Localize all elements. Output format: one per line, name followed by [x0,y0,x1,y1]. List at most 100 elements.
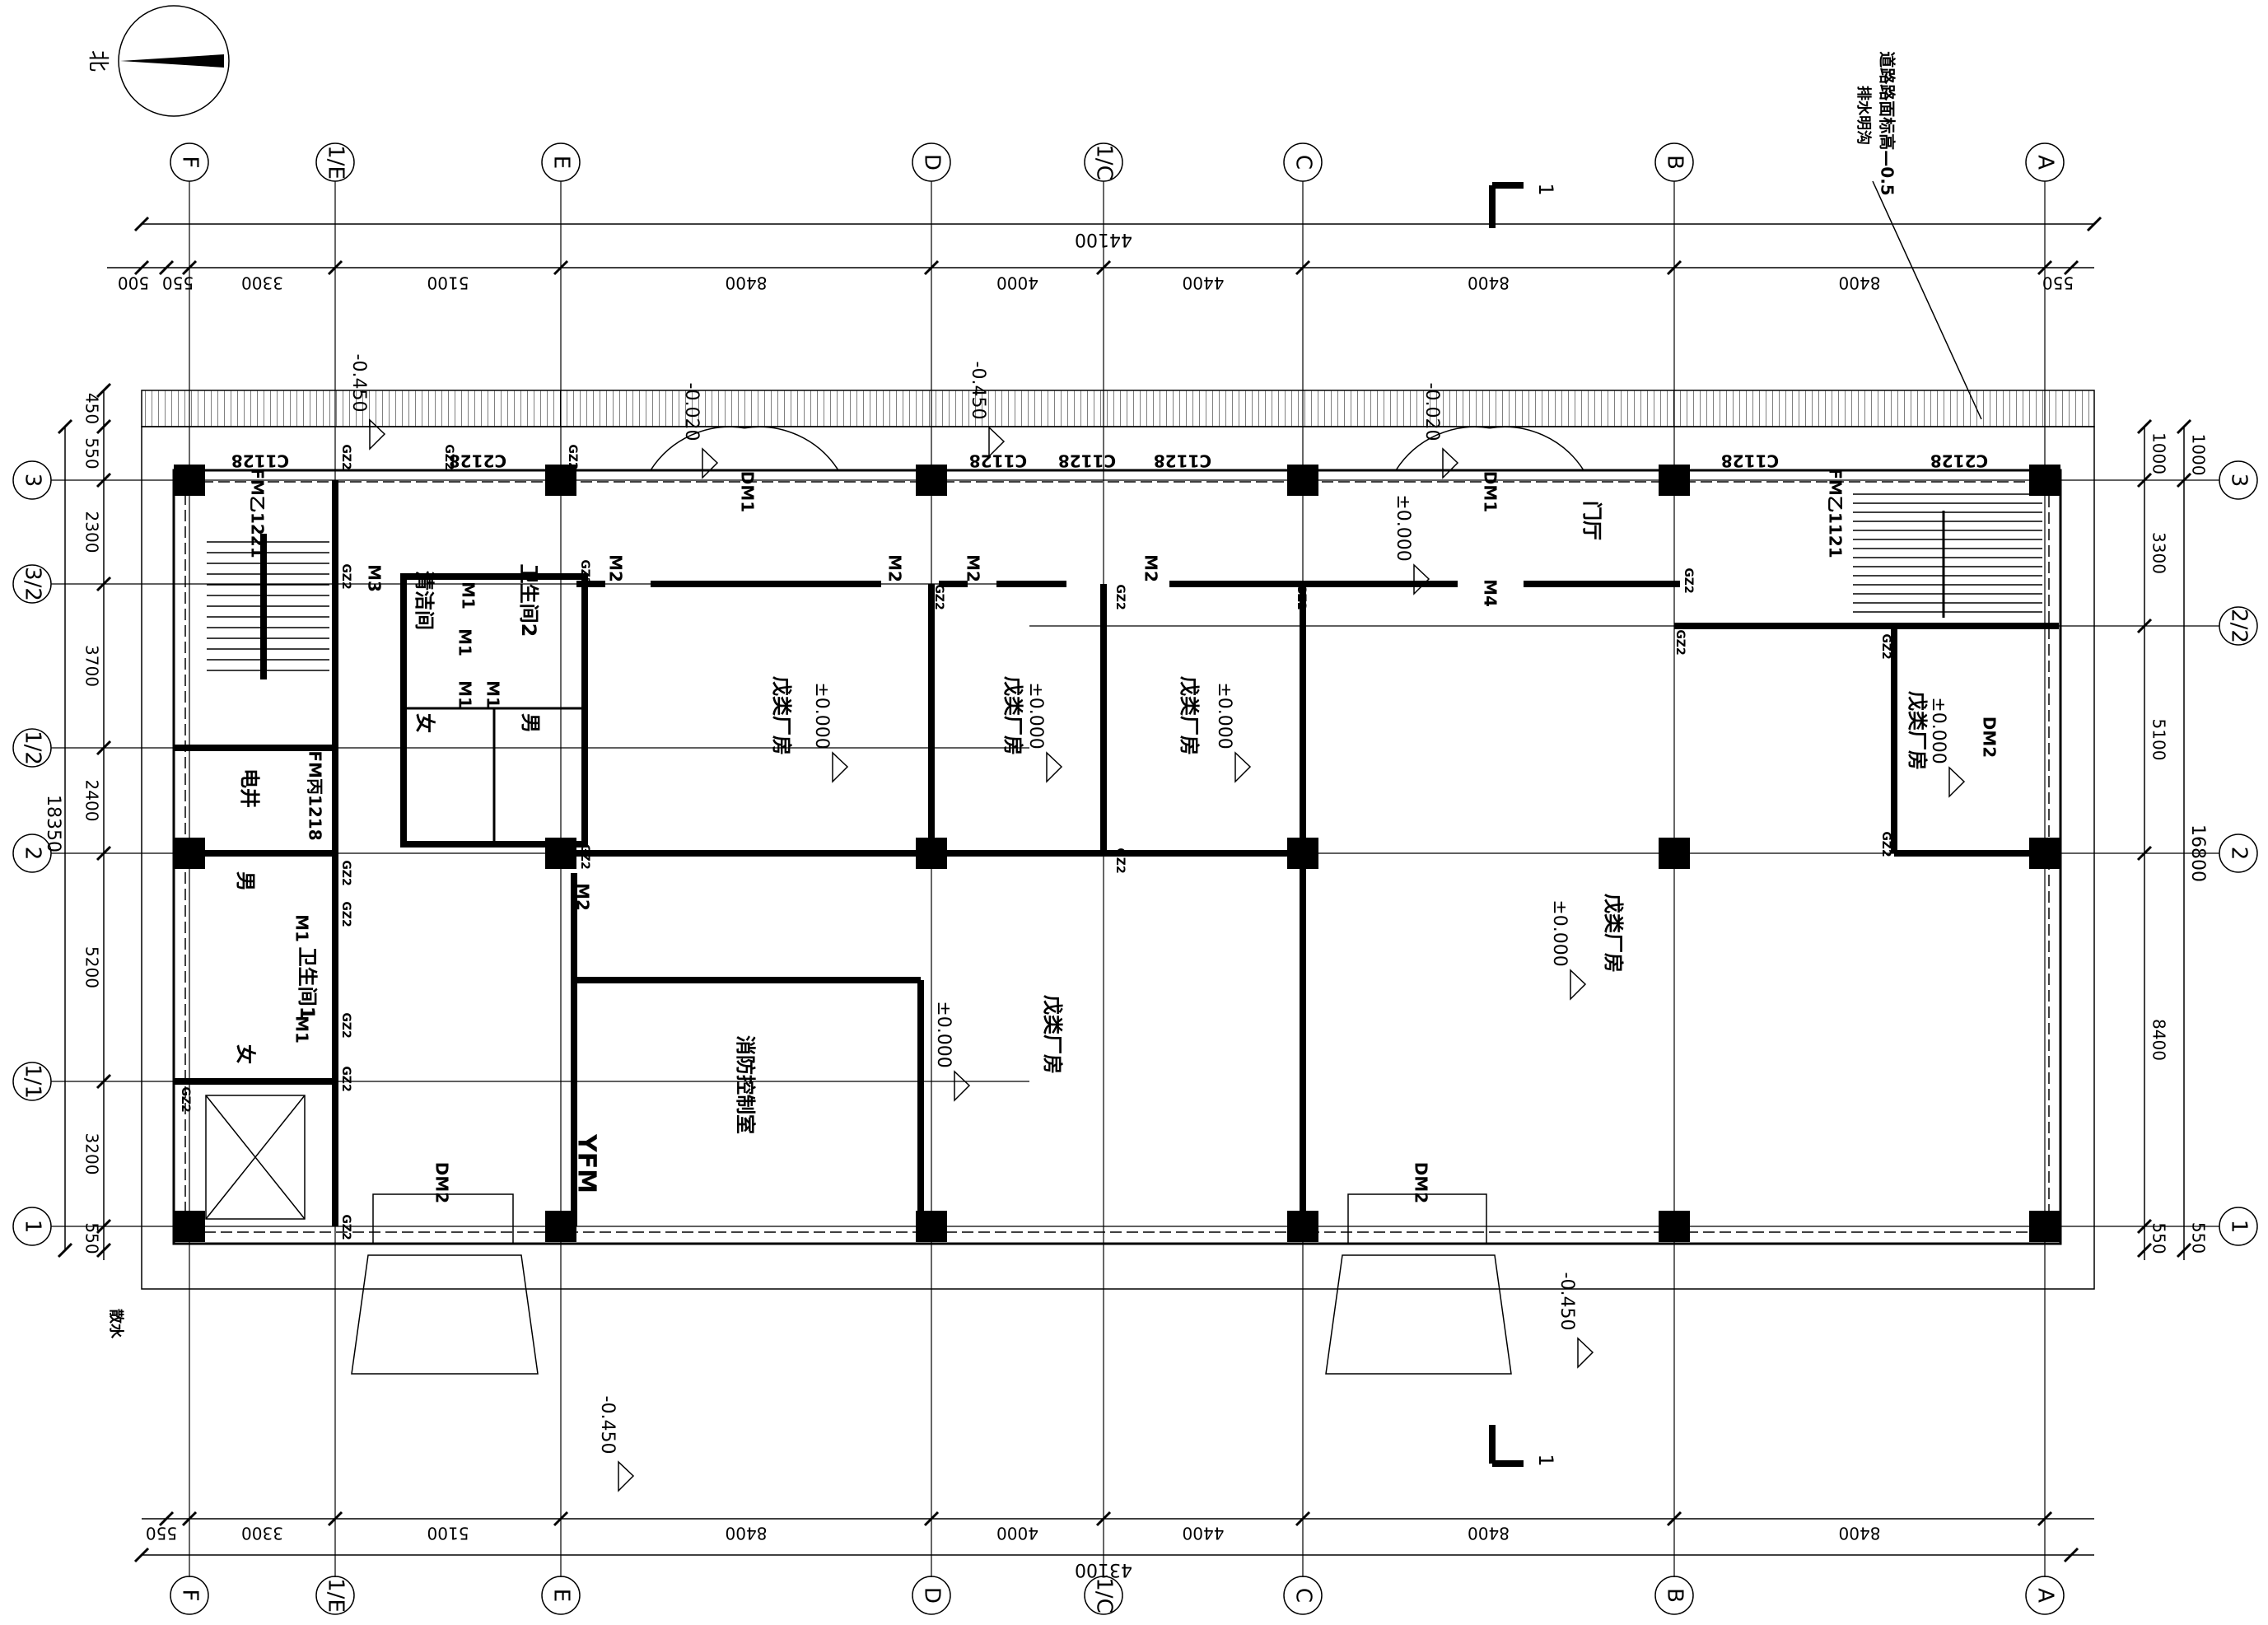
dim-tick [96,1242,112,1258]
apron-outline [141,426,2095,1290]
axis-label-left: 3 [21,474,45,488]
structural-column [916,465,947,496]
north-label: 北 [86,50,110,72]
structural-column [174,465,205,496]
dim-tick [2136,845,2153,862]
dim-left-value: 550 [82,437,102,469]
entrance-bay [1347,1193,1487,1244]
dim-tick [1295,1511,1311,1527]
door-swing [1489,426,1584,471]
axis-bubble [541,1576,581,1615]
dim-tick [181,1511,198,1527]
door-tag: M3 [365,564,385,592]
axis-bubble [12,1062,52,1101]
elevation-triangle-icon [988,426,1006,458]
column-tag: GZ2 [442,444,455,469]
axis-label-top: C [1291,155,1316,170]
elevation-mark: -0.450 [968,362,988,420]
axis-label-top: D [920,154,945,170]
axis-bubble [1283,142,1323,182]
dim-tick [1666,259,1682,276]
entrance-ramp [351,1254,539,1375]
dim-tick [133,1547,150,1563]
window-tag: C1128 [1721,451,1779,471]
elevation-triangle-icon [954,1070,971,1102]
column-tag: GZ2 [339,1012,352,1038]
structural-column [174,1211,205,1242]
dim-tick [96,418,112,435]
dim-top-value: 500 [118,273,149,293]
axis-bubble [12,834,52,873]
room-label: 戊类厂房 [1906,691,1929,770]
axis-bubble [12,728,52,768]
door-swing [650,426,745,471]
axis-bubble [1654,142,1694,182]
structural-column [1287,465,1318,496]
structural-column [2029,465,2060,496]
axis-bubble [1084,142,1123,182]
room-label: 电井 [238,768,261,808]
dim-right-value: 1000 [2149,432,2169,474]
entrance-ramp [1325,1254,1512,1375]
room-label: 男 [519,713,542,733]
room-label: 戊类厂房 [1602,894,1625,973]
structural-column [1659,1211,1690,1242]
elevation-triangle-icon [1234,751,1252,783]
structural-column [545,1211,576,1242]
elevation-mark: ±0.000 [1549,899,1570,966]
annotation-leader [1872,180,1982,420]
dim-tick [327,259,343,276]
dim-tick [2136,1242,2153,1258]
dim-tick [158,1511,175,1527]
elevation-mark: ±0.000 [811,682,832,749]
axis-bubble [2219,834,2258,873]
section-label: 1 [1534,1454,1557,1466]
room-label: 女 [413,713,436,733]
dim-top-value: 4000 [996,273,1038,293]
elevation-mark: ±0.000 [1025,682,1046,749]
apron-label: 散水 [107,1309,125,1339]
axis-bubble [12,460,52,500]
door-tag: FM丙1218 [306,750,325,840]
column-tag: GZ2 [339,901,352,927]
structural-column [916,838,947,869]
dim-right-outer: 550 [2189,1222,2209,1254]
door-swing [1395,426,1491,471]
elevation-mark: -0.020 [681,383,702,441]
structural-column [1287,1211,1318,1242]
door-tag: M2 [964,554,983,582]
axis-label-right: 1 [2227,1220,2252,1234]
column-tag: GZ2 [339,563,352,589]
canopy-hatch [141,390,2095,427]
axis-bubble [912,1576,951,1615]
dim-tick [96,740,112,756]
axis-bubble [2025,142,2065,182]
window-tag: C1128 [969,451,1027,471]
room-label: 戊类厂房 [1001,676,1024,755]
axis-bubble [1283,1576,1323,1615]
door-tag: M2 [606,554,626,582]
axis-label-bottom: 1/E [324,1578,348,1613]
dim-tick [2136,1218,2153,1235]
door-tag: M4 [1481,579,1500,607]
annotation-text: 排水明沟 [1855,86,1873,145]
axis-bubble [2025,1576,2065,1615]
dim-right-value: 5100 [2149,719,2169,761]
dim-tick [96,472,112,488]
elevation-triangle-icon [1046,751,1063,783]
elevation-triangle-icon [1570,969,1587,1001]
dim-tick [96,845,112,862]
elevation-triangle-icon [618,1460,635,1492]
structural-column [174,838,205,869]
dim-tick [158,259,175,276]
dim-tick [2136,418,2153,435]
axis-bubble [315,142,355,182]
dim-tick [1095,1511,1112,1527]
dim-left-value: 2400 [82,780,102,822]
north-arrow-icon [120,54,224,68]
door-tag: M1 [292,1016,312,1044]
dim-bottom-value: 4400 [1183,1524,1225,1543]
dim-tick [96,576,112,592]
room-label: 戊类厂房 [770,676,793,755]
column-tag: GZ2 [1113,848,1127,873]
